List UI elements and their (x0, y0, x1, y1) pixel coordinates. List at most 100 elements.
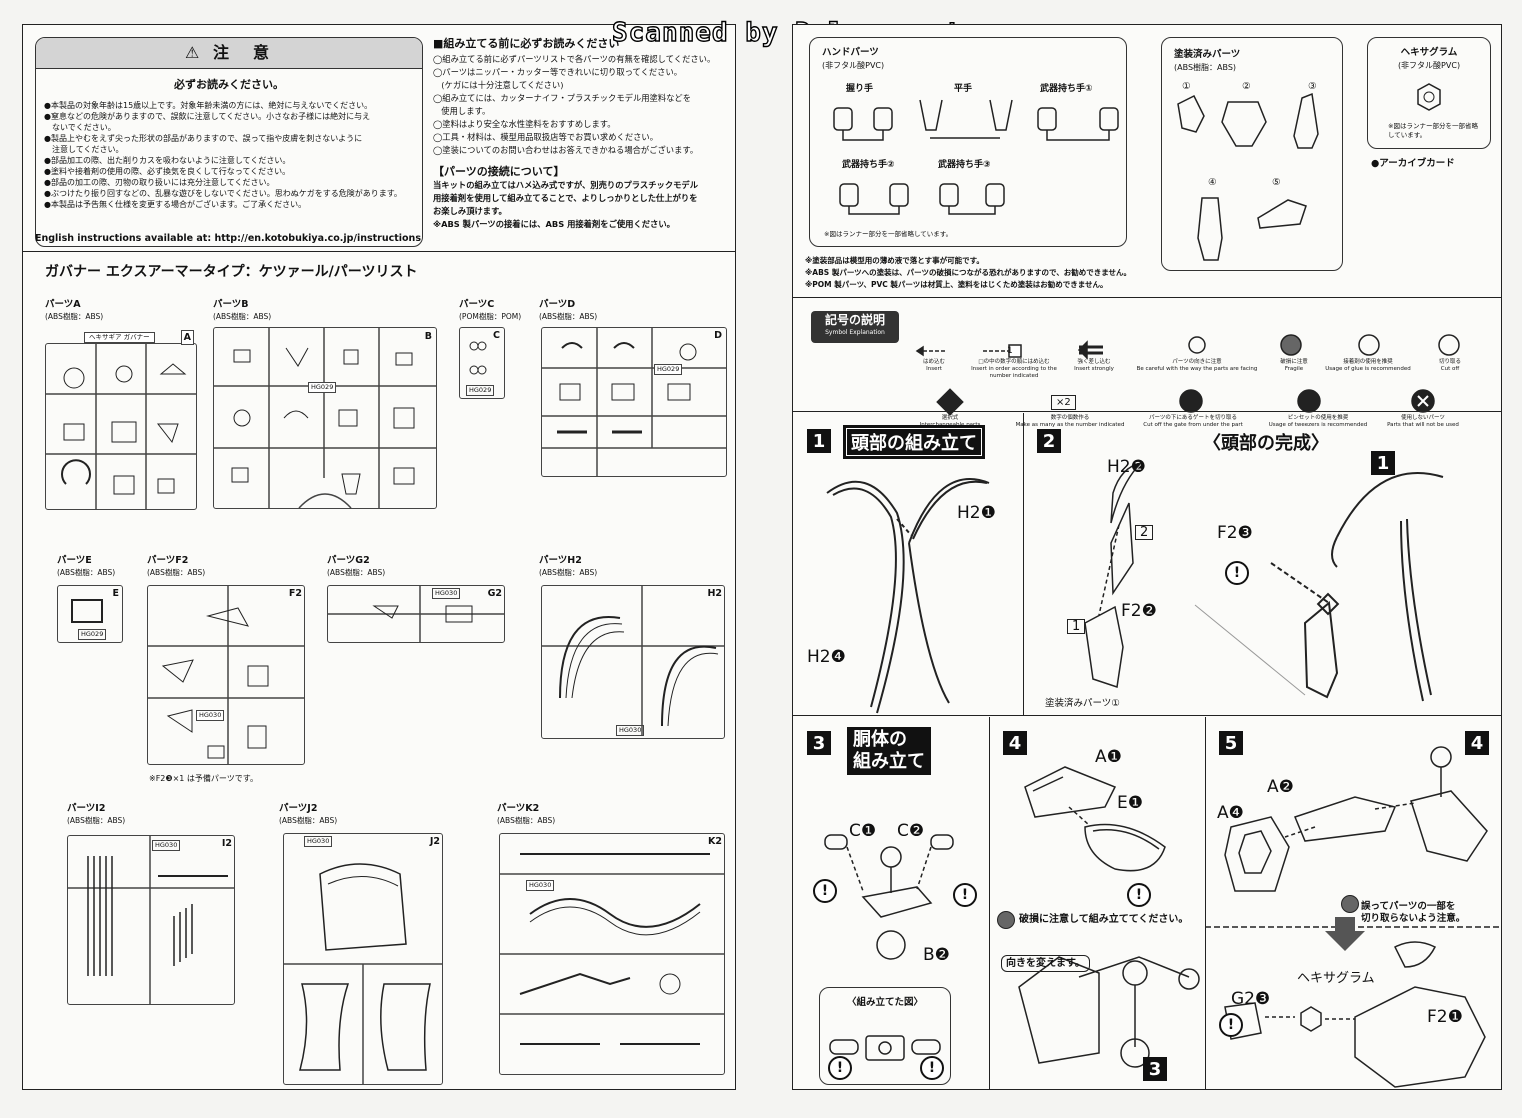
step-5-label-f2-1: F2❶ (1427, 1007, 1463, 1027)
symbol-jp: 使用しないパーツ (1401, 415, 1445, 421)
caution-item: ●塗料や接着剤の使用の際、必ず換気を良くして行なってください。 (44, 167, 291, 176)
caution-title: ⚠ 注 意 (185, 43, 273, 62)
connection-text: 当キットの組み立てはハメ込み式ですが、別売りのプラスチックモデル 用接着剤を使用… (433, 179, 728, 231)
symbol-x2: ×2 (1051, 395, 1076, 410)
step-3-label-c1: C❶ (849, 821, 877, 841)
step-3: 3 胴体の 組み立て C❶ C❷ B❷ ! ! 〈組み立てた図〉 ! ! (793, 717, 990, 1089)
runner-k2-letter: K2 (708, 836, 722, 847)
step-1-number: 1 (807, 429, 831, 453)
runner-i2-drawing (68, 836, 234, 1004)
runner-e-drawing (71, 599, 103, 623)
cut-icon (1341, 895, 1359, 913)
symbol-jp: □の中の数字の順にはめ込む (978, 359, 1050, 365)
part-c-material: (POM樹脂：POM) (459, 312, 522, 321)
runner-d-letter: D (714, 330, 722, 341)
painted-num-1: ① (1182, 81, 1191, 92)
step-3-title-line1: 胴体の (853, 729, 907, 750)
before-item: ◯組み立てには、カッターナイフ・プラスチックモデル用塗料などを (433, 93, 692, 103)
runner-e-letter: E (112, 588, 120, 599)
part-a-name: パーツA (45, 299, 81, 310)
symbol-en: Cut off (1440, 366, 1460, 372)
runner-h2-letter: H2 (707, 588, 722, 599)
caution-icon: ! (953, 883, 977, 907)
runner-b-drawing (214, 328, 436, 509)
painted-num-5: ⑤ (1272, 177, 1281, 188)
assembled-view-box: 〈組み立てた図〉 ! ! (819, 987, 951, 1085)
runner-b-tag: HG029 (308, 382, 337, 393)
before-item: ◯塗料はより安全な水性塗料をおすすめします。 (433, 119, 616, 129)
runner-d-tag: HG029 (654, 364, 683, 375)
symbol-en: Cut off the gate from under the part (1143, 422, 1243, 428)
step-2-order-1: 1 (1067, 619, 1086, 634)
symbol-en: Insert strongly (1074, 366, 1114, 372)
step-1-drawing (826, 478, 990, 714)
runner-b-letter: B (424, 331, 432, 342)
hexagram-material: (非フタル酸PVC) (1397, 61, 1461, 70)
painted-parts-drawing (1177, 92, 1319, 261)
step-5-label-hexagram: ヘキサグラム (1297, 971, 1375, 986)
part-c-name: パーツC (459, 299, 495, 310)
runner-d-drawing (542, 328, 726, 476)
runner-g2-drawing (328, 586, 504, 642)
part-c-header: パーツC (POM樹脂：POM) (459, 299, 521, 323)
before-item: ◯組み立てる前に必ずパーツリストで各パーツの有無を確認してください。 (433, 54, 716, 64)
hand-flat-label: 平手 (954, 84, 973, 94)
part-h2-material: (ABS樹脂：ABS) (539, 568, 598, 577)
part-a-header: パーツA (ABS樹脂：ABS) (45, 299, 103, 323)
before-item: ◯塗装についてのお問い合わせはお答えできかねる場合がございます。 (433, 145, 699, 155)
hexagram-box: ヘキサグラム (非フタル酸PVC) ※図はランナー部分を一部省略しています。 (1367, 37, 1491, 149)
runner-j2: J2 HG030 (283, 833, 443, 1085)
hand-runner-note: ※図はランナー部分を一部省略しています。 (824, 230, 953, 238)
hexagram-title: ヘキサグラム (1400, 47, 1458, 58)
caution-item: ●部品の加工の際、刃物の取り扱いには充分注意してください。 (44, 178, 275, 187)
part-k2-name: パーツK2 (497, 803, 540, 814)
hand-grip-label: 握り手 (846, 84, 874, 94)
part-f2-material: (ABS樹脂：ABS) (147, 568, 206, 577)
part-i2-material: (ABS樹脂：ABS) (67, 816, 126, 825)
runner-g2: G2 HG030 (327, 585, 505, 643)
spare-note: ※F2❸×1 は予備パーツです。 (149, 774, 258, 783)
caution-box: ⚠ 注 意 必ずお読みください。 ●本製品の対象年齢は15歳以上です。対象年齢未… (35, 37, 423, 247)
part-k2-material: (ABS樹脂：ABS) (497, 816, 556, 825)
step-5-cut-note-line2: 切り取らないよう注意。 (1361, 913, 1466, 924)
step-2-drawing (1084, 461, 1144, 688)
step-2-label-h2-2: H2❷ (1107, 457, 1146, 477)
symbol-jp: パーツの向きに注意 (1172, 359, 1222, 365)
head-complete-badge: 1 (1371, 451, 1395, 475)
part-b-header: パーツB(ABS樹脂：ABS) (213, 299, 271, 323)
symbol-en: Make as many as the number indicated (1015, 422, 1125, 428)
runner-i2-letter: I2 (221, 838, 232, 849)
runner-b: B HG029 (213, 327, 437, 509)
part-e-name: パーツE (57, 555, 92, 566)
before-list: ◯組み立てる前に必ずパーツリストで各パーツの有無を確認してください。 ◯パーツは… (433, 53, 728, 157)
runner-k2-drawing (500, 853, 724, 1045)
runner-f2-letter: F2 (288, 588, 302, 599)
part-a-material: (ABS樹脂：ABS) (45, 312, 104, 321)
painted-parts-title: 塗装済みパーツ (1174, 49, 1241, 60)
step-1-title: 頭部の組み立て (843, 425, 985, 459)
parts-list-title: ガバナー エクスアーマータイプ：ケツァール/パーツリスト (45, 264, 418, 280)
painted-num-3: ③ (1308, 81, 1317, 92)
part-f2-header: パーツF2(ABS樹脂：ABS) (147, 555, 205, 579)
runner-a-tag: ヘキサギア ガバナー (84, 332, 155, 343)
left-page: ⚠ 注 意 必ずお読みください。 ●本製品の対象年齢は15歳以上です。対象年齢未… (22, 24, 736, 1090)
painted-num-2: ② (1242, 81, 1251, 92)
runner-a-letter: A (180, 330, 194, 345)
symbol-jp: 強く差し込む (1077, 359, 1111, 365)
part-h2-name: パーツH2 (539, 555, 582, 566)
step-4-label-a1: A❶ (1095, 747, 1122, 767)
step-2-number: 2 (1037, 429, 1061, 453)
symbol-en: Fragile (1284, 366, 1304, 372)
divider (793, 297, 1501, 298)
runner-c: C HG029 (459, 327, 505, 399)
runner-i2-tag: HG030 (152, 840, 181, 851)
part-j2-material: (ABS樹脂：ABS) (279, 816, 338, 825)
right-page: ハンドパーツ (非フタル酸PVC) 握り手 平手 武器持ち手① 武器持ち手② 武… (792, 24, 1502, 1090)
step-4-drawing (1018, 766, 1200, 1068)
runner-c-drawing (469, 341, 487, 375)
must-read: 必ずお読みください。 (174, 78, 284, 91)
